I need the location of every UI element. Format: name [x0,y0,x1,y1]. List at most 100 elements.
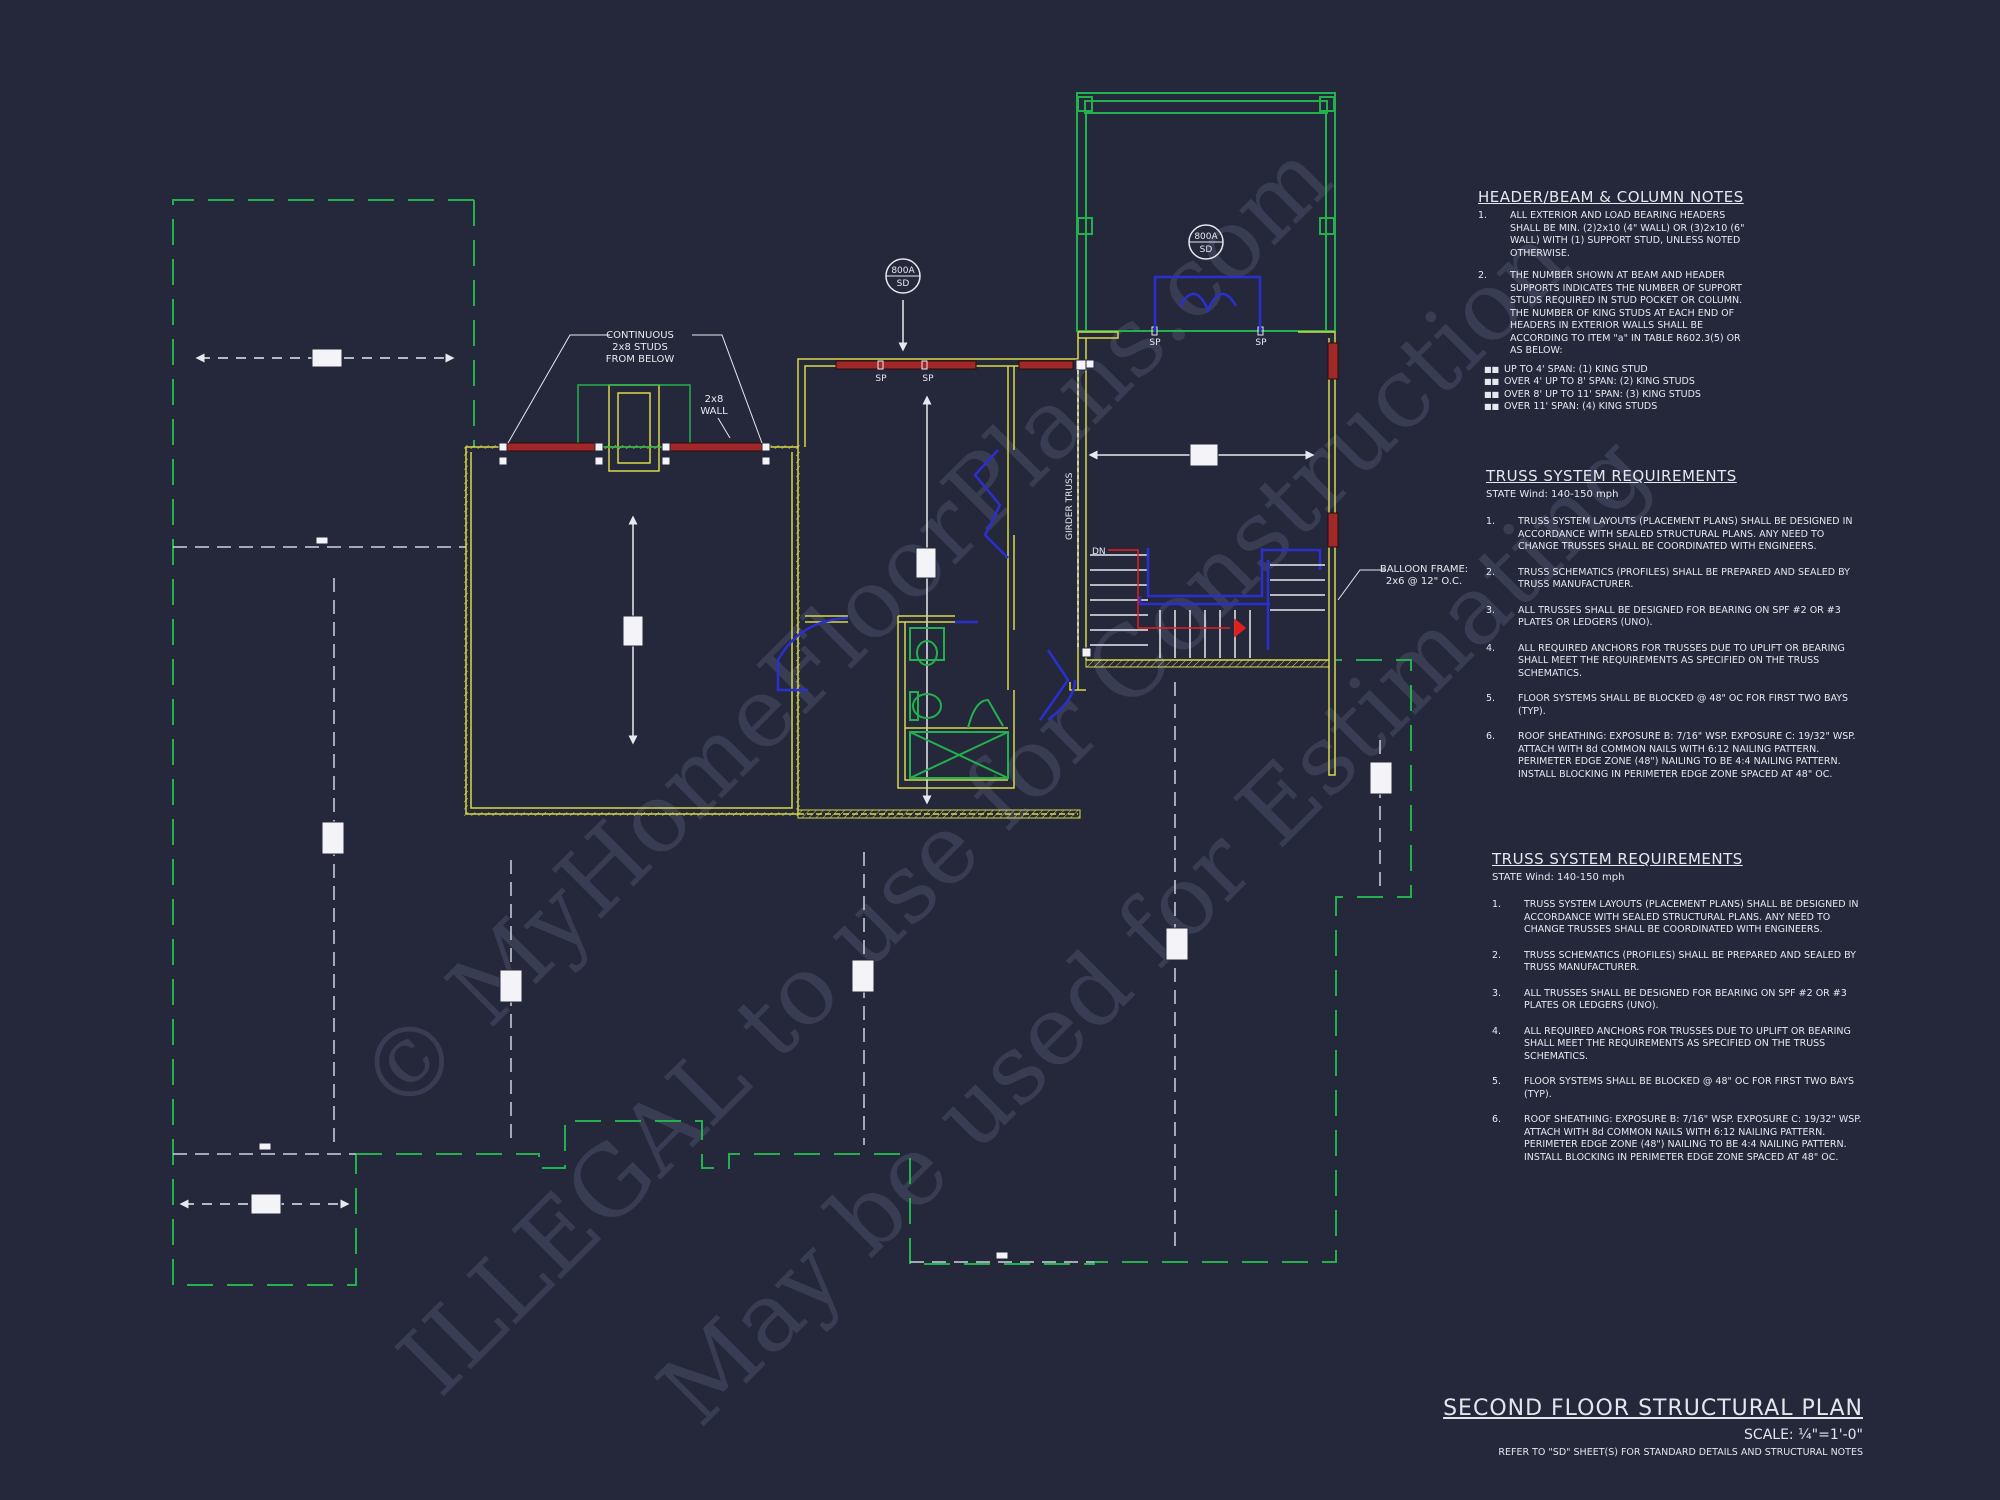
section-tag-2-bottom: SD [1200,245,1213,255]
truss-note-item: 3. ALL TRUSSES SHALL BE DESIGNED FOR BEAR… [1492,988,1864,1013]
note-number: 1. [1478,210,1488,221]
truss-note-item: 4. ALL REQUIRED ANCHORS FOR TRUSSES DUE T… [1492,1026,1864,1064]
bullet-mark: ■■ [1484,364,1500,374]
header-note-item: 1. ALL EXTERIOR AND LOAD BEARING HEADERS … [1478,210,1750,260]
studs-callout-line-1: CONTINUOUS [606,330,674,341]
header-note-item: 2. THE NUMBER SHOWN AT BEAM AND HEADER SU… [1478,270,1750,358]
note-number: 6. [1492,1114,1502,1125]
truss-notes-1-title: TRUSS SYSTEM REQUIREMENTS [1486,467,1737,485]
truss-note-item: 1. TRUSS SYSTEM LAYOUTS (PLACEMENT PLANS)… [1486,516,1858,554]
truss-notes-2-list: 1. TRUSS SYSTEM LAYOUTS (PLACEMENT PLANS)… [1492,899,1864,1164]
note-text: ALL REQUIRED ANCHORS FOR TRUSSES DUE TO … [1524,1025,1851,1062]
section-tag-2: 800A SD [1188,224,1224,260]
beams [498,326,1339,658]
bullet-mark: ■■ [1484,402,1500,411]
sp-label-2: SP [922,374,934,384]
note-text: ROOF SHEATHING: EXPOSURE B: 7/16" WSP. E… [1524,1114,1862,1163]
callout-text: CONTINUOUS 2x8 STUDS FROM BELOW 2x8 WALL… [606,330,1468,587]
note-text: FLOOR SYSTEMS SHALL BE BLOCKED @ 48" OC … [1524,1076,1855,1100]
note-number: 6. [1486,731,1496,742]
sheet-reference: REFER TO "SD" SHEET(S) FOR STANDARD DETA… [1498,1447,1863,1458]
truss-note-item: 6. ROOF SHEATHING: EXPOSURE B: 7/16" WSP.… [1492,1114,1864,1164]
title-block: SECOND FLOOR STRUCTURAL PLAN SCALE: ¼"=1… [1443,1396,1863,1458]
truss-notes-2-title: TRUSS SYSTEM REQUIREMENTS [1492,850,1743,868]
bullet-text: OVER 8' UP TO 11' SPAN: (3) KING STUDS [1504,388,1701,400]
walls [464,331,1336,819]
header-beam-column-notes: HEADER/BEAM & COLUMN NOTES 1. ALL EXTERIO… [1478,188,1750,414]
note-number: 1. [1486,516,1496,527]
note-text: TRUSS SYSTEM LAYOUTS (PLACEMENT PLANS) S… [1518,516,1853,552]
note-number: 3. [1486,604,1496,616]
note-number: 2. [1478,270,1488,281]
door-swings [776,275,1322,722]
callout-leaders [507,334,1385,601]
sheet-title: SECOND FLOOR STRUCTURAL PLAN [1443,1396,1863,1421]
note-number: 5. [1492,1076,1502,1087]
sp-label-3: SP [1149,338,1161,348]
truss-note-item: 6. ROOF SHEATHING: EXPOSURE B: 7/16" WSP.… [1486,731,1858,781]
section-tag-1: 800A SD [885,258,921,294]
note-number: 1. [1492,899,1502,910]
truss-note-item: 4.ALL REQUIRED ANCHORS FOR TRUSSES DUE T… [1486,643,1858,681]
note-text: ALL TRUSSES SHALL BE DESIGNED FOR BEARIN… [1518,604,1841,629]
truss-notes-1-list: 1. TRUSS SYSTEM LAYOUTS (PLACEMENT PLANS)… [1486,516,1858,781]
bullet-mark: ■■ [1484,389,1500,399]
truss-system-notes-1: TRUSS SYSTEM REQUIREMENTS STATE Wind: 14… [1486,467,1858,794]
truss-note-item: 5. FLOOR SYSTEMS SHALL BE BLOCKED @ 48" O… [1492,1076,1864,1101]
balloon-callout-line-1: BALLOON FRAME: [1380,564,1468,575]
note-number: 3. [1492,987,1502,999]
bath-fixtures [909,627,1009,779]
wall-callout-line-1: 2x8 [705,394,724,405]
king-stud-bullets: ■■ UP TO 4' SPAN: (1) KING STUD ■■ OVER 4'… [1484,364,1750,414]
note-number: 5. [1486,693,1496,704]
section-tag-1-top: 800A [891,266,915,276]
note-number: 4. [1492,1025,1502,1037]
note-number: 4. [1486,642,1496,654]
balloon-callout-line-2: 2x6 @ 12" O.C. [1386,576,1462,587]
section-tag-2-top: 800A [1194,232,1218,242]
truss-note-item: 2. TRUSS SCHEMATICS (PROFILES) SHALL BE P… [1492,950,1864,975]
truss-system-notes-2: TRUSS SYSTEM REQUIREMENTS STATE Wind: 14… [1492,850,1864,1177]
studs-callout-line-3: FROM BELOW [606,354,675,365]
header-notes-list: 1. ALL EXTERIOR AND LOAD BEARING HEADERS … [1478,210,1750,358]
note-text: TRUSS SCHEMATICS (PROFILES) SHALL BE PRE… [1518,566,1850,591]
section-tag-1-bottom: SD [897,279,910,289]
studs-callout-line-2: 2x8 STUDS [612,342,668,353]
wall-callout-line-2: WALL [700,406,728,417]
note-text: ALL TRUSSES SHALL BE DESIGNED FOR BEARIN… [1524,987,1847,1012]
note-text: ALL EXTERIOR AND LOAD BEARING HEADERS SH… [1510,210,1745,259]
watermark: © MyHomeFloorPlans.com ILLEGAL to use fo… [337,121,1669,1446]
bullet-item: ■■ OVER 4' UP TO 8' SPAN: (2) KING STUDS [1484,376,1750,389]
note-text: ROOF SHEATHING: EXPOSURE B: 7/16" WSP. E… [1518,731,1856,780]
truss-notes-2-subtitle: STATE Wind: 140-150 mph [1492,872,1625,883]
truss-note-item: 3. ALL TRUSSES SHALL BE DESIGNED FOR BEAR… [1486,605,1858,630]
note-number: 2. [1492,949,1502,961]
girder-truss: GIRDER TRUSS [1065,370,1079,650]
bullet-mark: ■■ [1484,377,1500,386]
note-text: TRUSS SCHEMATICS (PROFILES) SHALL BE PRE… [1524,949,1856,974]
bullet-text: OVER 4' UP TO 8' SPAN: (2) KING STUDS [1504,376,1695,387]
note-text: TRUSS SYSTEM LAYOUTS (PLACEMENT PLANS) S… [1524,899,1859,935]
bullet-item: ■■ OVER 11' SPAN: (4) KING STUDS [1484,401,1750,414]
stairs: DN [1090,547,1325,658]
girder-truss-label: GIRDER TRUSS [1065,472,1075,540]
sp-label-4: SP [1255,338,1267,348]
bullet-text: OVER 11' SPAN: (4) KING STUDS [1504,401,1658,412]
bullet-item: ■■ UP TO 4' SPAN: (1) KING STUD [1484,364,1750,377]
sp-label-1: SP [875,374,887,384]
porch-outline [1076,92,1336,332]
note-text: THE NUMBER SHOWN AT BEAM AND HEADER SUPP… [1510,270,1743,356]
note-number: 2. [1486,566,1496,578]
truss-note-item: 2. TRUSS SCHEMATICS (PROFILES) SHALL BE P… [1486,567,1858,592]
bullet-text: UP TO 4' SPAN: (1) KING STUD [1504,363,1648,375]
header-notes-title: HEADER/BEAM & COLUMN NOTES [1478,188,1744,206]
roof-outline [172,199,1412,1286]
span-tags [250,348,1393,1260]
sheet-scale: SCALE: ¼"=1'-0" [1744,1427,1863,1443]
bullet-item: ■■ OVER 8' UP TO 11' SPAN: (3) KING STUDS [1484,389,1750,402]
sp-labels: SP SP SP SP [875,338,1267,384]
truss-note-item: 5.FLOOR SYSTEMS SHALL BE BLOCKED @ 48" O… [1486,693,1858,718]
truss-notes-1-subtitle: STATE Wind: 140-150 mph [1486,489,1619,500]
stair-down-label: DN [1092,547,1106,557]
